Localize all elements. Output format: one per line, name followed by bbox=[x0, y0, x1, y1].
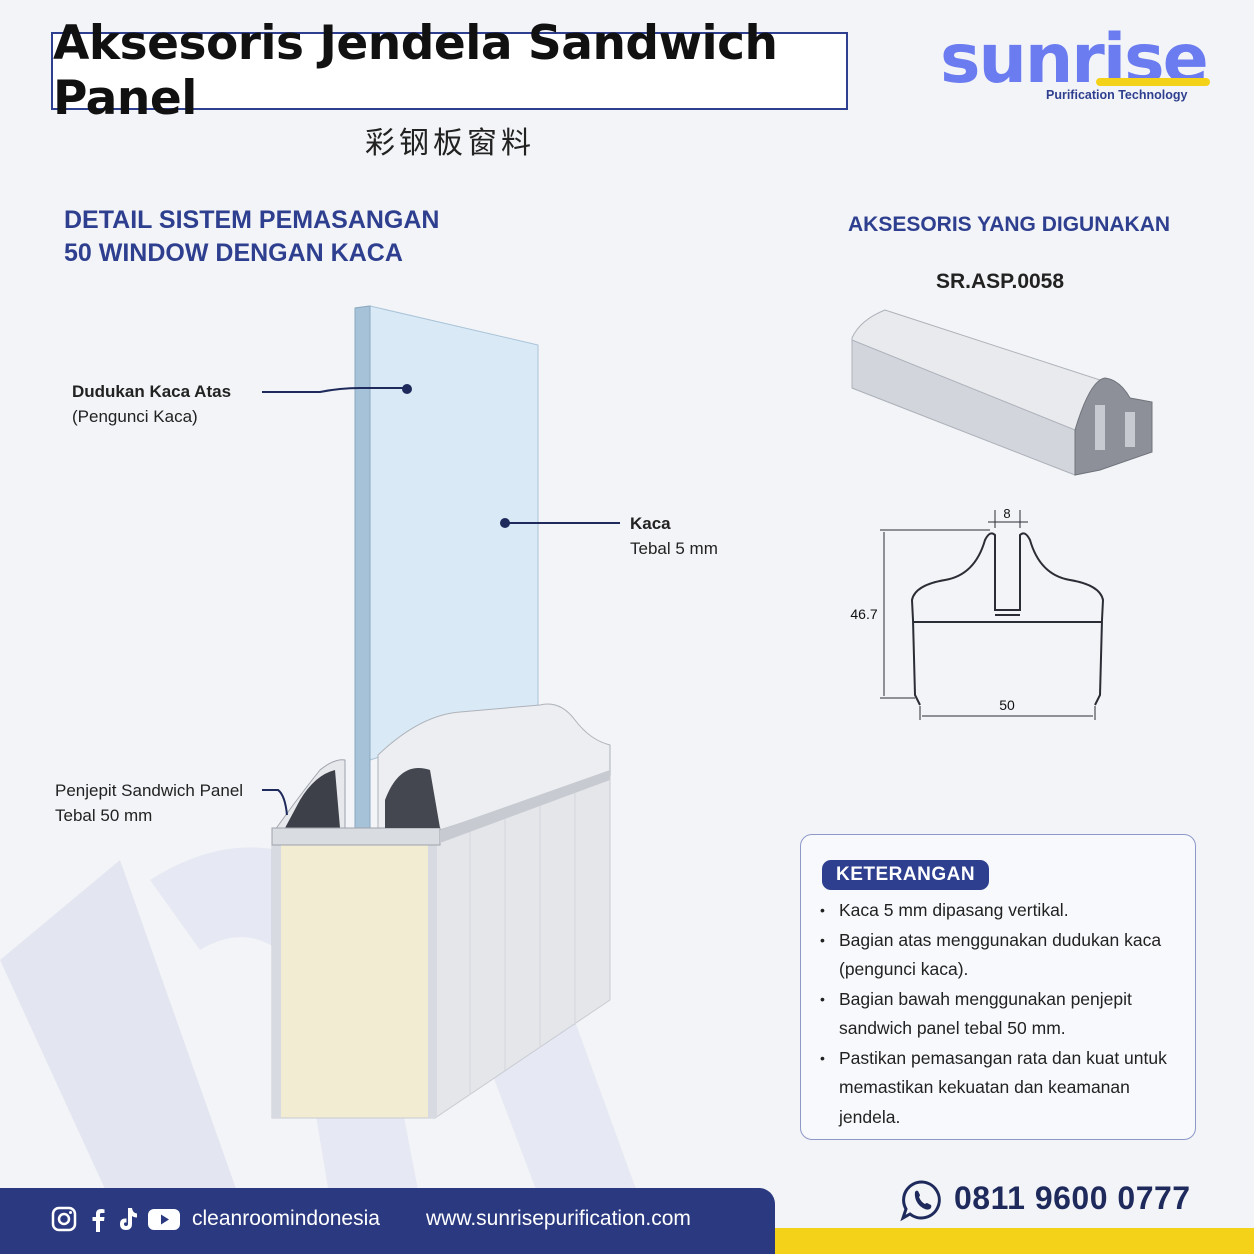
dim-width: 50 bbox=[999, 697, 1015, 713]
website-link[interactable]: www.sunrisepurification.com bbox=[426, 1207, 691, 1230]
dim-top-gap: 8 bbox=[1003, 506, 1010, 521]
label-clamp: Penjepit Sandwich Panel Tebal 50 mm bbox=[55, 778, 243, 828]
list-item: Bagian atas menggunakan dudukan kaca (pe… bbox=[820, 926, 1190, 985]
list-item: Bagian bawah menggunakan penjepit sandwi… bbox=[820, 985, 1190, 1044]
page-subtitle-chinese: 彩钢板窗料 bbox=[365, 126, 535, 161]
label-clamp-sub: Tebal 50 mm bbox=[55, 806, 153, 825]
sunrise-logo: sunrise Purification Technology bbox=[940, 26, 1220, 112]
tiktok-icon[interactable] bbox=[113, 1205, 141, 1233]
social-handle-link[interactable]: cleanroomindonesia bbox=[192, 1207, 380, 1230]
accessory-code: SR.ASP.0058 bbox=[936, 270, 1065, 293]
profile-3d-render bbox=[851, 309, 1153, 476]
list-item: Pastikan pemasangan rata dan kuat untuk … bbox=[820, 1044, 1190, 1133]
facebook-icon[interactable] bbox=[84, 1205, 112, 1233]
panel-steel-right bbox=[428, 840, 437, 1118]
detail-heading-line1: DETAIL SISTEM PEMASANGAN bbox=[64, 206, 440, 234]
label-top-holder-sub: (Pengunci Kaca) bbox=[72, 407, 198, 426]
label-top-holder: Dudukan Kaca Atas (Pengunci Kaca) bbox=[72, 379, 231, 429]
label-glass-sub: Tebal 5 mm bbox=[630, 539, 718, 558]
keterangan-badge: KETERANGAN bbox=[822, 860, 990, 890]
glass-edge bbox=[354, 305, 371, 841]
detail-heading-line2: 50 WINDOW DENGAN KACA bbox=[64, 239, 403, 267]
page-title-box: Aksesoris Jendela Sandwich Panel bbox=[51, 16, 848, 126]
logo-accent-bar bbox=[1096, 78, 1210, 86]
dim-height: 46.7 bbox=[850, 606, 877, 622]
footer-accent bbox=[775, 1228, 1254, 1254]
panel-steel-left bbox=[272, 840, 281, 1118]
window-installation-illustration bbox=[271, 305, 611, 1119]
detail-heading: DETAIL SISTEM PEMASANGAN 50 WINDOW DENGA… bbox=[64, 204, 440, 270]
list-item: Kaca 5 mm dipasang vertikal. bbox=[820, 896, 1190, 926]
label-glass: Kaca Tebal 5 mm bbox=[630, 511, 718, 561]
page-title: Aksesoris Jendela Sandwich Panel bbox=[53, 16, 778, 126]
instagram-icon[interactable] bbox=[50, 1205, 78, 1233]
panel-foam-core bbox=[271, 839, 436, 1119]
label-top-holder-title: Dudukan Kaca Atas bbox=[72, 382, 232, 401]
youtube-icon[interactable] bbox=[147, 1205, 181, 1233]
keterangan-list: Kaca 5 mm dipasang vertikal. Bagian atas… bbox=[820, 896, 1190, 1132]
glass-pane bbox=[354, 305, 539, 766]
accessory-heading: AKSESORIS YANG DIGUNAKAN bbox=[848, 213, 1171, 236]
profile-channel bbox=[385, 768, 440, 828]
logo-tagline: Purification Technology bbox=[1046, 88, 1188, 102]
profile-inner-cavity bbox=[285, 770, 340, 828]
label-clamp-title: Penjepit Sandwich Panel bbox=[55, 781, 244, 800]
whatsapp-icon bbox=[900, 1180, 941, 1222]
profile-cross-section: 8 46.7 50 bbox=[850, 506, 1105, 720]
profile-top-strip bbox=[440, 770, 610, 843]
phone-number-link[interactable]: 0811 9600 0777 bbox=[954, 1180, 1191, 1216]
profile-base bbox=[271, 827, 441, 846]
label-glass-title: Kaca bbox=[630, 514, 671, 533]
profile-cover bbox=[377, 703, 611, 831]
